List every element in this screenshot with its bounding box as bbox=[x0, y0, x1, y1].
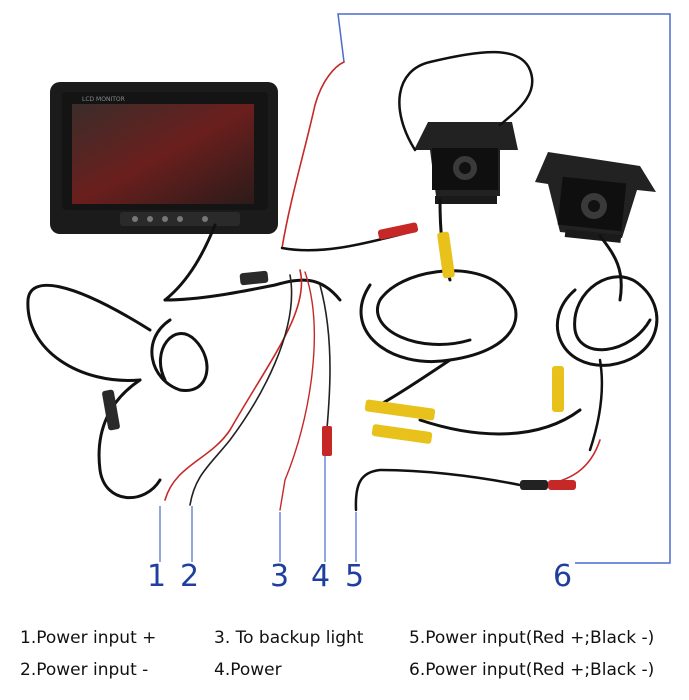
callout-number-6: 6 bbox=[553, 559, 573, 594]
legend-item-4: 4.Power bbox=[214, 660, 282, 680]
connectors bbox=[102, 222, 576, 490]
callout-6-leader-line bbox=[337, 13, 671, 564]
legend-item-3: 3. To backup light bbox=[214, 628, 364, 648]
legend-item-5: 5.Power input(Red +;Black -) bbox=[409, 628, 655, 648]
monitor-brand-text: LCD MONITOR bbox=[82, 96, 125, 103]
callout-number-5: 5 bbox=[345, 559, 365, 594]
camera-2 bbox=[535, 152, 656, 243]
callout-number-1: 1 bbox=[147, 559, 167, 594]
callout-number-2: 2 bbox=[180, 559, 200, 594]
camera-1 bbox=[414, 122, 518, 204]
callout-number-4: 4 bbox=[311, 559, 331, 594]
legend-item-1: 1.Power input + bbox=[20, 628, 157, 648]
legend-item-6: 6.Power input(Red +;Black -) bbox=[409, 660, 655, 680]
wiring-harness bbox=[26, 50, 659, 512]
callout-number-3: 3 bbox=[270, 559, 290, 594]
callout-leader-lines bbox=[159, 456, 357, 562]
lcd-monitor: LCD MONITOR bbox=[50, 82, 278, 234]
legend-item-2: 2.Power input - bbox=[20, 660, 149, 680]
